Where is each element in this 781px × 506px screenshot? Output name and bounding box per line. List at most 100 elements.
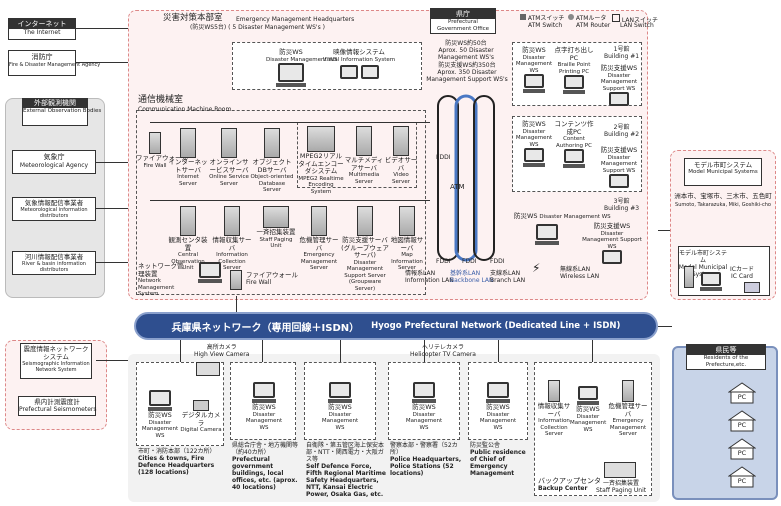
server-icon xyxy=(224,206,240,236)
external-item-meteo-en: Meteorological information distributors xyxy=(20,207,88,219)
seismo-title-jp: 震度情報ネットワークシステム xyxy=(23,345,89,361)
camera-icon xyxy=(196,362,220,376)
g1-ws-jp: 防災WS xyxy=(148,411,172,419)
hq-ws-en: Disaster Management WS xyxy=(266,56,338,63)
house-icon xyxy=(727,466,757,488)
external-obs-title-en: External Observation Bodies xyxy=(23,108,102,114)
g6-label-jp: バックアップセンタ xyxy=(538,477,601,485)
g6-emergency-jp: 危機管理サーバ xyxy=(608,402,648,418)
model-muni-pc xyxy=(700,272,722,291)
high-view-camera-en: High View Camera xyxy=(194,351,250,358)
connector xyxy=(96,262,136,263)
g4-label: 警察本部・警察署（52カ所）Police Headquarters, Polic… xyxy=(390,442,464,477)
house-icon xyxy=(727,438,757,460)
resident-pc-2: PC xyxy=(727,410,757,432)
mpeg2-encoder-en: MPEG2 Realtime Encoding System xyxy=(298,175,344,195)
internet-box: インターネット The Internet xyxy=(8,18,76,40)
g6-info-jp: 情報収集サーバ xyxy=(537,402,571,418)
encoder-icon xyxy=(307,126,335,152)
internet-label-jp: インターネット xyxy=(9,19,75,29)
connector xyxy=(96,360,134,361)
info-lan-en: Information LAN xyxy=(405,277,454,284)
connector xyxy=(76,28,136,29)
g5-ws-jp: 防災WS xyxy=(486,403,510,411)
keyboard-icon xyxy=(198,279,222,283)
resident-pc-3-label: PC xyxy=(737,449,747,457)
legend-lan-switch-jp: LANスイッチ xyxy=(621,17,658,24)
internet-server-jp: インターネットサーバ xyxy=(168,158,208,174)
monitor-icon xyxy=(609,174,629,188)
g5-label-jp: 防災監公舎 xyxy=(470,442,501,449)
connector xyxy=(180,340,181,362)
server-icon xyxy=(311,206,327,236)
connector xyxy=(96,162,136,163)
object-db-server-jp: オブジェクトDBサーバ xyxy=(252,158,292,174)
screen-icon xyxy=(360,65,379,79)
observation-unit-en: Central Observation Unit xyxy=(171,252,205,271)
monitor-icon xyxy=(487,382,509,398)
groupware-server-en: Disaster Management Support Server (Grou… xyxy=(344,259,386,292)
external-item-river-jp: 河川情報配信事業者 xyxy=(24,253,84,261)
helicopter-camera-jp: ヘリテレカメラ xyxy=(421,344,464,351)
g4-label-en: Police Headquarters, Police Stations (52… xyxy=(390,456,462,477)
pref-office-title-en: Prefectural Government Office xyxy=(436,19,490,32)
legend-lan-switch-en: LAN Switch xyxy=(620,22,654,29)
fire-agency-label-jp: 消防庁 xyxy=(31,53,53,61)
backbone-bus xyxy=(150,122,430,123)
keyboard-icon xyxy=(563,164,585,168)
paging-unit-icon xyxy=(604,462,636,478)
fire-agency-label-en: Fire & Disaster Management Agency xyxy=(9,62,101,68)
seismometer-en: Prefectural Seismometers xyxy=(19,406,97,413)
emergency-mgmt-server-en: Emergency Management Server xyxy=(300,252,338,271)
pref-office-title: 県庁 Prefectural Government Office xyxy=(430,8,496,34)
legend: ATMスイッチ ATM Switch ATMルータ ATM Router LAN… xyxy=(520,14,658,38)
keyboard-icon xyxy=(523,163,545,167)
monitor-icon xyxy=(413,382,435,398)
atm-ring-area xyxy=(432,88,502,272)
g3-ws-en: Disaster Management WS xyxy=(321,411,359,431)
digital-camera-icon xyxy=(193,400,209,411)
fddi-label-2: FDDI xyxy=(436,258,451,265)
server-icon xyxy=(180,128,196,158)
branch-lan-jp: 支線系LAN xyxy=(490,270,521,277)
connector xyxy=(658,230,670,231)
ws-count-2-en: Aprox. 350 Disaster Management Support W… xyxy=(426,69,508,83)
monitor-icon xyxy=(524,148,544,162)
b1-braille-en: Braille Point Printing PC xyxy=(557,62,591,75)
b3-ws-jp: 防災WS xyxy=(514,212,538,220)
hq-subtitle: (防災WS5台) ( 5 Disaster Management WS's ) xyxy=(190,24,325,31)
external-obs-title-jp: 外部観測機関 xyxy=(23,99,87,108)
keyboard-icon xyxy=(328,399,352,403)
seismometer-box: 県内計測震度計 Prefectural Seismometers xyxy=(18,396,97,416)
connector xyxy=(262,340,263,362)
monitor-icon xyxy=(278,63,304,82)
ws-count-1-en: Aprox. 50 Disaster Management WS's xyxy=(438,47,494,61)
building-3-jp: 3号館 xyxy=(613,198,630,205)
connector xyxy=(96,208,136,209)
legend-lan-switch: LANスイッチ xyxy=(612,14,658,24)
keyboard-icon xyxy=(700,287,722,291)
server-icon xyxy=(264,128,280,158)
g3-label-jp: 自衛隊・第五管区海上保安本部・NTT・関西電力・大阪ガス等 xyxy=(306,442,385,463)
object-db-server-en: Object-oriented Database Server xyxy=(250,174,294,193)
legend-atm-switch: ATMスイッチ xyxy=(520,14,564,22)
building-3-en: Building #3 xyxy=(604,205,640,212)
g1-camera-jp: デジタルカメラ xyxy=(181,411,221,427)
connector xyxy=(76,62,136,63)
building-2-en: Building #2 xyxy=(604,131,640,138)
